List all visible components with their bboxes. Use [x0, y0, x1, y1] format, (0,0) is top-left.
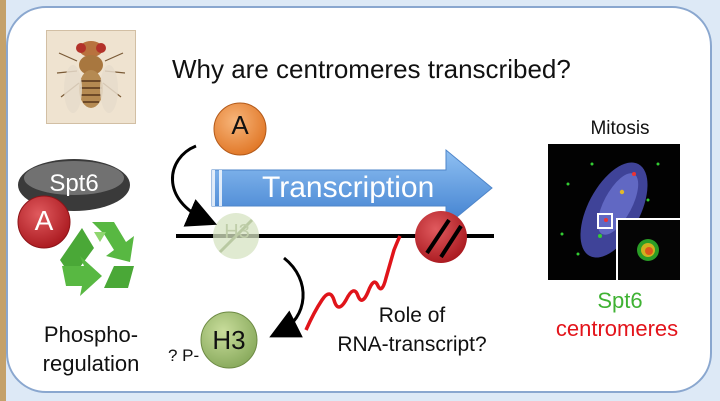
strike-line [218, 218, 254, 254]
legend-centromeres: centromeres [555, 316, 679, 341]
a-top-label: A [231, 110, 249, 140]
mitosis-label: Mitosis [590, 118, 650, 139]
legend-spt6: Spt6 [597, 288, 643, 313]
curved-arrow-top [171, 144, 218, 227]
spt6-label: Spt6 [49, 170, 99, 197]
phospho-line-1: Phospho- [43, 322, 139, 347]
phospho-line-2: regulation [42, 351, 140, 376]
transcription-label: Transcription [262, 171, 435, 204]
red-nucleosome [415, 211, 467, 263]
microscopy-inset [616, 218, 680, 280]
a-red-label: A [34, 205, 54, 236]
transcription-arrow [211, 148, 493, 228]
protein-a-top [213, 102, 267, 156]
h3-label: H3 [212, 325, 246, 355]
role-line-2: RNA-transcript? [337, 333, 487, 356]
curved-arrow-bottom [269, 256, 305, 338]
diagram-title: Why are centromeres transcribed? [172, 54, 571, 84]
phospho-prefix: ? P- [168, 346, 200, 365]
faded-h3-label: H3 [224, 221, 250, 243]
role-line-1: Role of [378, 304, 446, 327]
rna-wave [304, 235, 402, 331]
fly-photo [46, 30, 136, 124]
recycle-icon [60, 222, 134, 296]
left-edge-strip [0, 0, 6, 401]
h3-nucleosome [200, 311, 258, 369]
protein-a-red [17, 195, 71, 249]
